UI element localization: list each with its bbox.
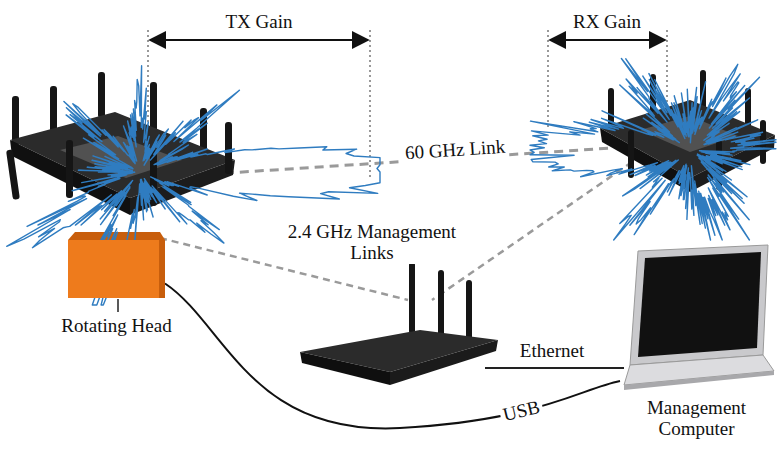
gain-arrow	[150, 39, 368, 41]
node-label: Management Computer	[635, 398, 759, 440]
radiation-pattern	[530, 59, 776, 241]
gain-arrow	[550, 39, 665, 41]
rotating-head: Rotating Head	[68, 240, 165, 298]
node-label: Rotating Head	[61, 316, 171, 337]
leader-line	[117, 299, 119, 312]
laptop-icon: Management Computer	[618, 243, 775, 395]
gain-label: RX Gain	[573, 12, 641, 33]
link-label: 60 GHz Link	[401, 136, 508, 164]
link-label: 2.4 GHz Management Links	[269, 222, 475, 264]
cable-label: Ethernet	[520, 341, 584, 362]
edge-label: USB	[498, 396, 545, 426]
usb-cable	[165, 284, 620, 429]
laptop-drawing	[618, 243, 775, 395]
radiation-pattern	[7, 66, 380, 305]
ethernet-cable	[485, 367, 624, 369]
gain-label: TX Gain	[225, 12, 292, 33]
management-router	[300, 262, 498, 385]
